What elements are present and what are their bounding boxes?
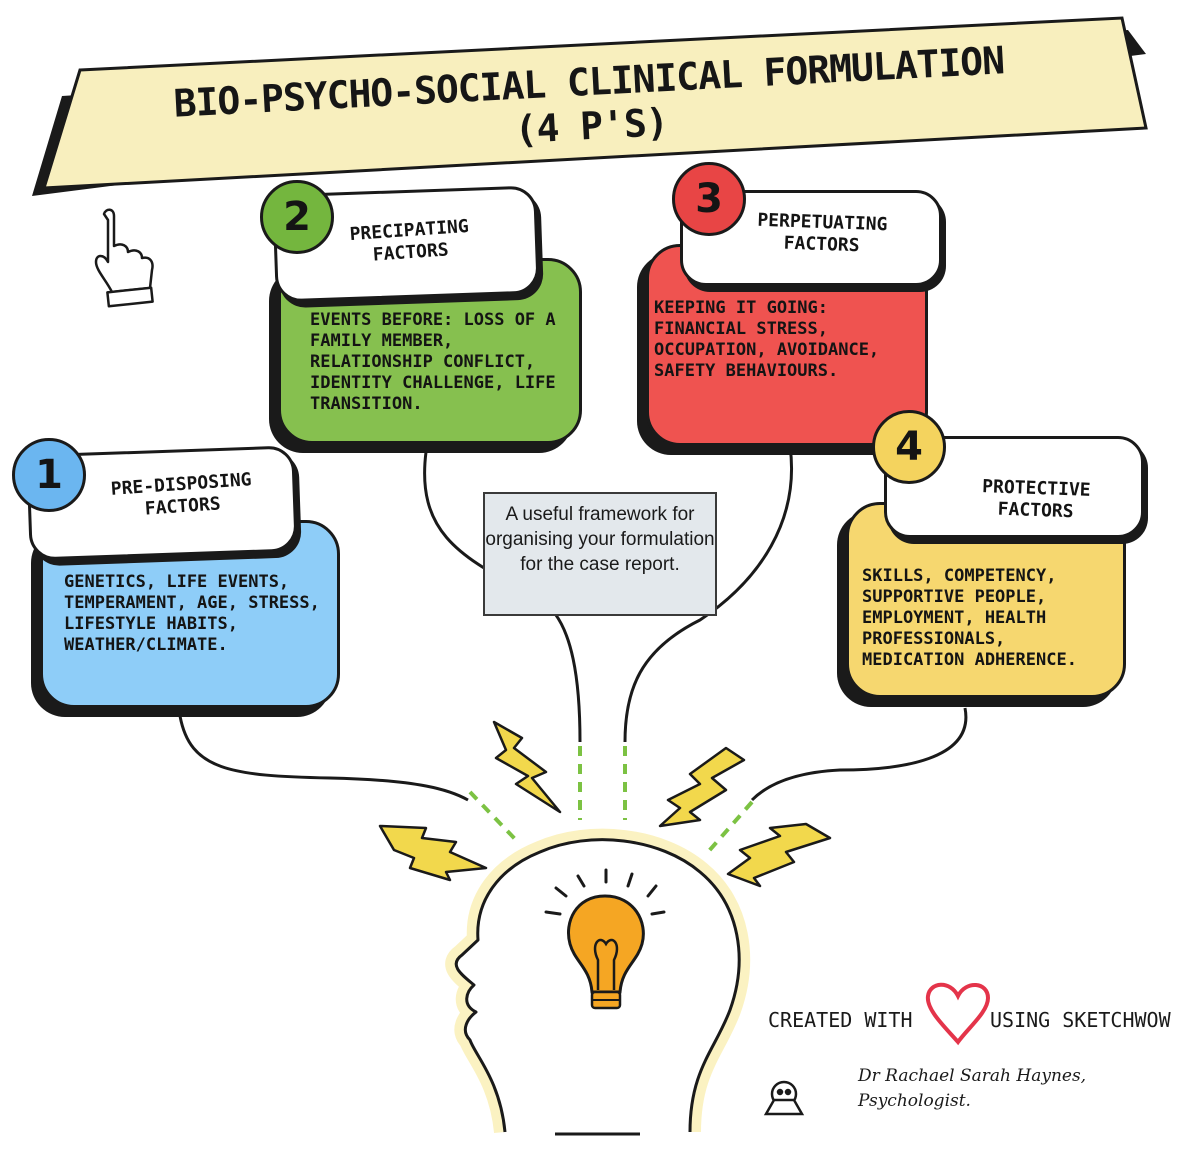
factor-number-badge-3: 3: [672, 162, 746, 236]
factor-body-protective: SKILLS, COMPETENCY, SUPPORTIVE PEOPLE, E…: [862, 566, 1077, 670]
connector-3: [623, 445, 793, 743]
factor-body-perpetuating: KEEPING IT GOING: FINANCIAL STRESS, OCCU…: [654, 298, 880, 381]
framework-note: A useful framework for organising your f…: [483, 492, 717, 616]
factor-label-perpetuating: PERPETUATING FACTORS: [757, 209, 888, 257]
factor-body-predisposing: GENETICS, LIFE EVENTS, TEMPERAMENT, AGE,…: [64, 572, 320, 655]
credit-created-with: CREATED WITH: [768, 1008, 913, 1032]
author-credit: Dr Rachael Sarah Haynes, Psychologist.: [858, 1064, 1086, 1114]
lightning-bolt-icon: [658, 746, 746, 828]
factor-label-protective: PROTECTIVE FACTORS: [981, 476, 1091, 523]
lightning-bolt-icon: [378, 824, 488, 882]
sketchwow-logo-icon: [763, 1080, 805, 1116]
credit-using-sketchwow: USING SKETCHWOW: [990, 1008, 1171, 1032]
connector-4: [750, 707, 968, 802]
title-banner: [32, 16, 1148, 196]
connector-1: [178, 715, 469, 802]
factor-number-badge-2: 2: [260, 180, 334, 254]
connector-dashes: [468, 746, 754, 854]
lightning-bolt-icon: [726, 822, 832, 888]
lightbulb-icon: [544, 868, 666, 1010]
lightning-bolt-icon: [492, 720, 562, 814]
heart-icon: [925, 982, 991, 1046]
factor-number-badge-4: 4: [872, 410, 946, 484]
factor-number-badge-1: 1: [12, 438, 86, 512]
author-name: Dr Rachael Sarah Haynes,: [858, 1066, 1087, 1086]
factor-body-precipitating: EVENTS BEFORE: LOSS OF A FAMILY MEMBER, …: [310, 310, 556, 414]
lightning-bolt-icon: [378, 720, 832, 888]
pointing-hand-icon: [94, 208, 154, 308]
author-title: Psychologist.: [858, 1091, 971, 1111]
head-silhouette-icon: [445, 828, 751, 1136]
